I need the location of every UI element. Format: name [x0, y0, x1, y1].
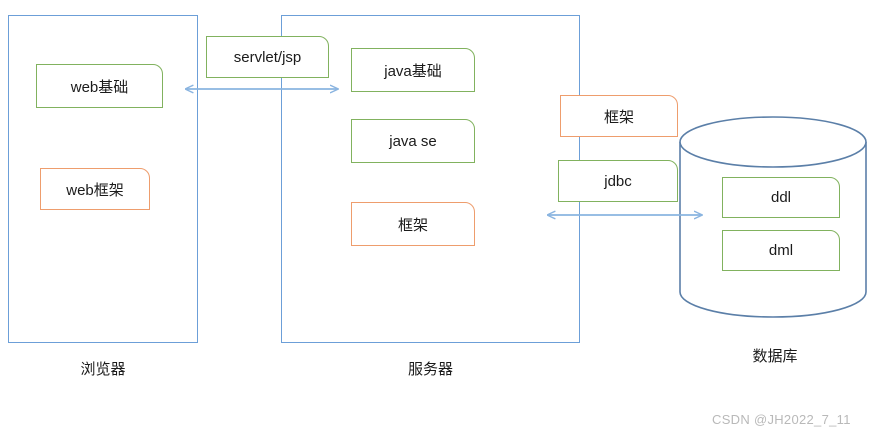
node-label: web框架: [66, 181, 124, 199]
caption-text: 服务器: [407, 361, 453, 378]
caption-text: 数据库: [752, 348, 798, 365]
node-db-framework[interactable]: 框架: [560, 95, 678, 137]
caption-browser: 浏览器: [8, 358, 198, 379]
node-server-framework[interactable]: 框架: [351, 202, 475, 246]
node-label: java基础: [384, 62, 442, 80]
node-web-basics[interactable]: web基础: [36, 64, 163, 108]
node-label: dml: [768, 242, 794, 259]
node-label: jdbc: [604, 172, 632, 190]
caption-text: 浏览器: [80, 361, 126, 378]
node-label: ddl: [770, 189, 792, 206]
browser-container-frame: [8, 15, 198, 343]
caption-server: 服务器: [281, 358, 580, 379]
node-label: 框架: [603, 108, 634, 126]
node-label: 框架: [397, 216, 428, 234]
node-java-basics[interactable]: java基础: [351, 48, 475, 92]
node-dml[interactable]: dml: [722, 230, 840, 271]
node-java-se[interactable]: java se: [351, 119, 475, 163]
node-ddl[interactable]: ddl: [722, 177, 840, 218]
csdn-watermark: CSDN @JH2022_7_11: [712, 412, 851, 427]
node-label: java se: [389, 132, 437, 150]
node-jdbc[interactable]: jdbc: [558, 160, 678, 202]
node-label: servlet/jsp: [233, 48, 302, 66]
node-web-framework[interactable]: web框架: [40, 168, 150, 210]
node-label: web基础: [70, 78, 129, 96]
caption-database: 数据库: [676, 345, 874, 366]
node-servlet-jsp[interactable]: servlet/jsp: [206, 36, 329, 78]
